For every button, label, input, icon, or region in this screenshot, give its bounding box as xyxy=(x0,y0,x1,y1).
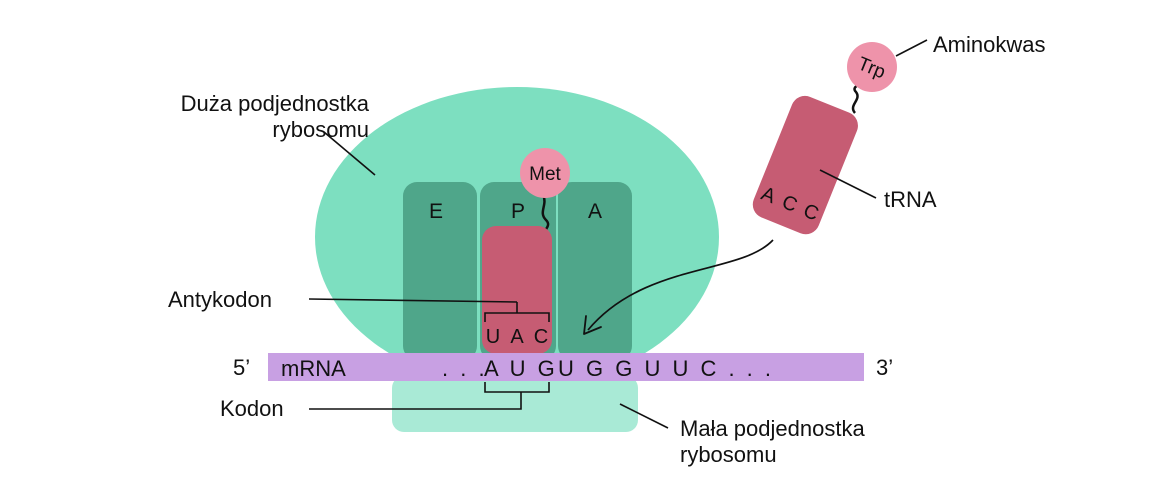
amino-acid-label: Aminokwas xyxy=(933,32,1045,57)
met-amino-acid-label: Met xyxy=(529,164,561,185)
five-prime-label: 5’ xyxy=(233,355,250,380)
anticodon-base-1: U xyxy=(486,326,500,348)
large-subunit-label-line1: Duża podjednostka xyxy=(181,91,370,116)
met-amino-acid xyxy=(520,148,570,198)
mrna-start-codon: A U G xyxy=(484,356,558,381)
codon-bracket xyxy=(484,382,550,393)
entry-arrowhead xyxy=(583,315,602,335)
large-subunit-leader-line xyxy=(323,131,376,176)
entry-arrow xyxy=(587,239,774,331)
three-prime-label: 3’ xyxy=(876,355,893,380)
mrna-label: mRNA xyxy=(281,356,346,381)
trna-label: tRNA xyxy=(884,187,937,212)
amino-acid-leader-line xyxy=(895,39,928,57)
codon-label: Kodon xyxy=(220,396,284,421)
large-subunit-label-line2: rybosomu xyxy=(272,117,369,142)
small-ribosomal-subunit xyxy=(392,376,638,432)
incoming-trna-group: A C C xyxy=(752,95,858,235)
anticodon-leader-line xyxy=(308,298,518,303)
small-subunit-leader-line xyxy=(619,403,669,429)
a-site-label: A xyxy=(588,200,602,223)
p-site-label: P xyxy=(511,200,525,223)
trna-leader-line xyxy=(819,169,877,199)
small-subunit-label-line2: rybosomu xyxy=(680,442,777,467)
anticodon-base-3: C xyxy=(534,326,548,348)
codon-leader-line xyxy=(309,392,522,410)
incoming-trna xyxy=(752,95,858,235)
e-site-channel xyxy=(403,182,477,360)
anticodon-label: Antykodon xyxy=(168,287,272,312)
bound-trna xyxy=(482,226,552,354)
mrna-sequence-rest: U G G U U C . . . xyxy=(558,356,774,381)
trp-amino-acid xyxy=(847,42,897,92)
anticodon-base-2: A xyxy=(510,326,524,348)
e-site-label: E xyxy=(429,200,443,223)
mrna-strand xyxy=(268,353,864,381)
small-subunit-label-line1: Mała podjednostka xyxy=(680,416,865,441)
a-site-channel xyxy=(558,182,632,360)
mrna-leading-dots: . . . xyxy=(442,356,488,381)
